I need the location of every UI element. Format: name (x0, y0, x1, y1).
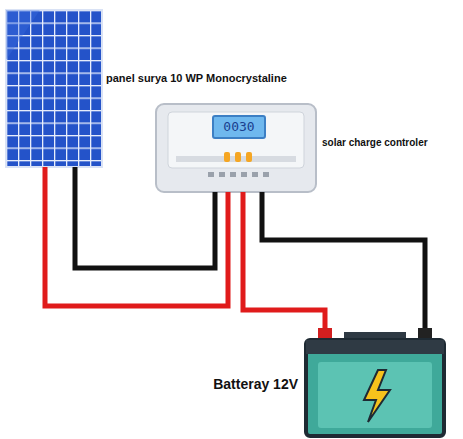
display-readout: 0030 (212, 115, 266, 139)
negative-wire (75, 167, 215, 268)
battery-label: Batteray 12V (213, 376, 298, 392)
battery (306, 328, 444, 436)
negative-wire (262, 192, 425, 328)
controller-node: 0030solar charge controler (156, 104, 316, 192)
panel-label: panel surya 10 WP Monocrystaline (106, 72, 287, 84)
charge-controller (156, 104, 316, 192)
controller-label: solar charge controler (322, 137, 428, 148)
positive-wire (243, 192, 325, 328)
solar-panel-node: panel surya 10 WP Monocrystaline (6, 10, 102, 167)
positive-wire (45, 167, 228, 306)
solar-panel (6, 10, 102, 167)
battery-node: Batteray 12V (306, 328, 444, 436)
